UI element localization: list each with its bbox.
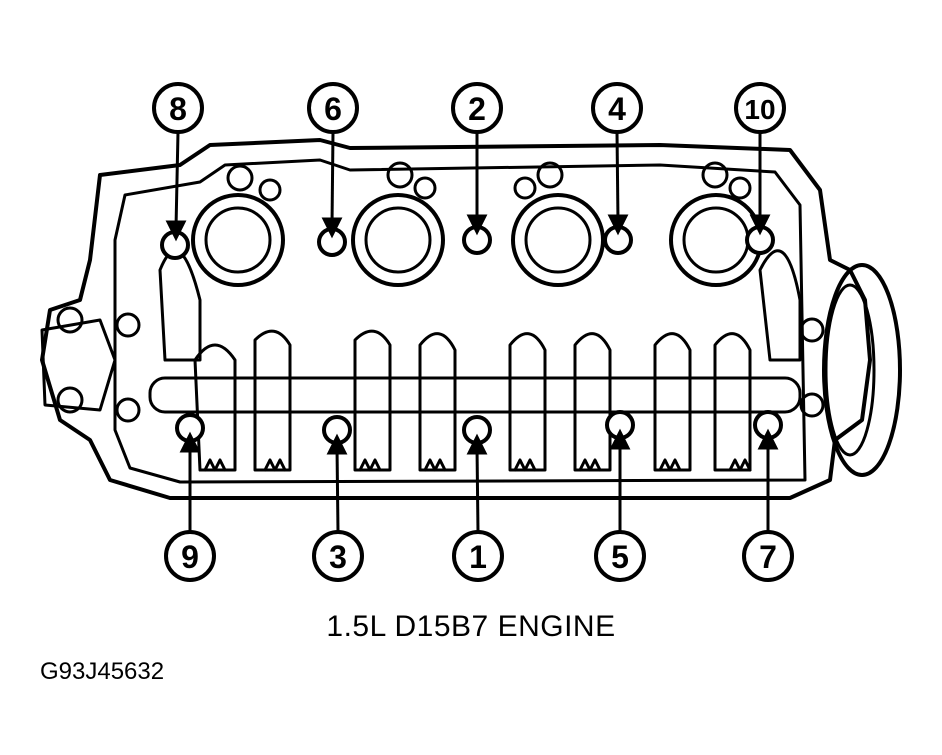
figure-caption: 1.5L D15B7 ENGINE <box>326 610 616 643</box>
cam-bore-2 <box>351 193 445 287</box>
pulley <box>822 263 902 477</box>
callout-label: 4 <box>608 91 626 127</box>
head-inner-rim <box>113 158 807 484</box>
callout-label: 1 <box>469 539 487 575</box>
callout-5: 5 <box>594 530 646 582</box>
figure-id: G93J45632 <box>40 658 165 685</box>
pulley-inner <box>824 283 876 457</box>
callout-label: 5 <box>611 539 629 575</box>
callout-8: 8 <box>152 82 204 134</box>
callout-label: 6 <box>324 91 342 127</box>
cam-bore-1 <box>191 193 285 287</box>
callout-2: 2 <box>451 82 503 134</box>
callout-label: 7 <box>759 539 777 575</box>
callout-label: 10 <box>744 94 775 125</box>
callout-4: 4 <box>591 82 643 134</box>
callout-label: 8 <box>169 91 187 127</box>
callouts-top: 8 6 2 4 10 <box>152 82 786 134</box>
callout-6: 6 <box>307 82 359 134</box>
callout-label: 3 <box>329 539 347 575</box>
callout-1: 1 <box>452 530 504 582</box>
callout-10: 10 <box>734 82 786 134</box>
callouts-bottom: 9 3 1 5 7 <box>164 530 794 582</box>
rocker-shaft <box>148 376 802 414</box>
engine-head-illustration <box>40 138 902 500</box>
callout-9: 9 <box>164 530 216 582</box>
left-boss-2 <box>56 386 84 414</box>
callout-label: 2 <box>468 91 486 127</box>
callout-label: 9 <box>181 539 199 575</box>
callout-7: 7 <box>742 530 794 582</box>
callout-3: 3 <box>312 530 364 582</box>
left-boss-1 <box>56 306 84 334</box>
leader-lines <box>165 131 779 533</box>
left-end-cover <box>40 318 117 412</box>
